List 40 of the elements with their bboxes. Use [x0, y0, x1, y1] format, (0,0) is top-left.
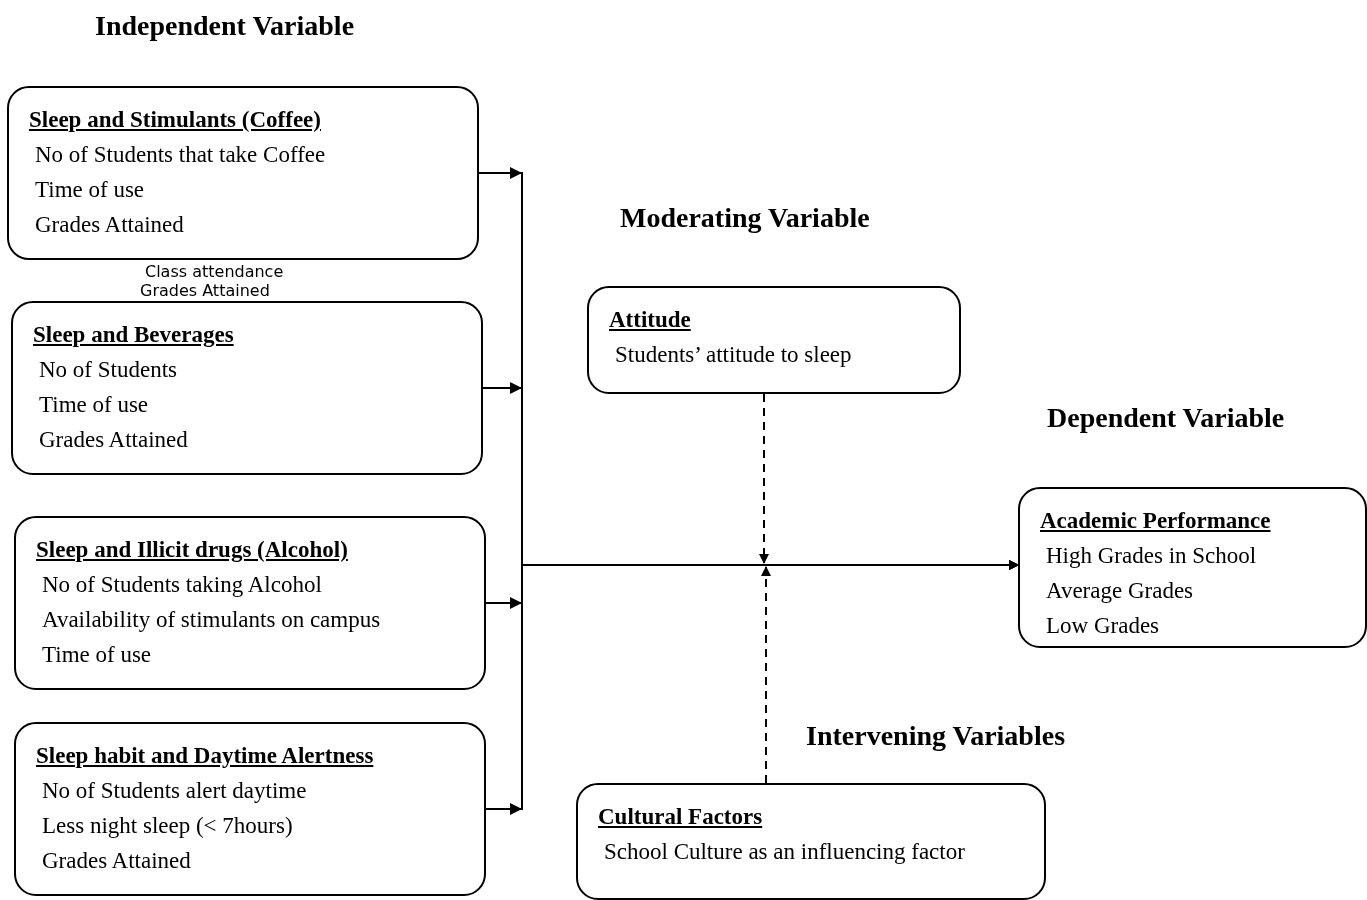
- box-item: Grades Attained: [38, 426, 188, 454]
- box-heading: Attitude: [609, 306, 691, 334]
- box-item: Time of use: [38, 391, 149, 419]
- variable-box: [1018, 487, 1367, 648]
- box-heading: Academic Performance: [1040, 507, 1271, 535]
- section-heading: Independent Variable: [95, 10, 355, 42]
- note-text: Grades Attained: [140, 281, 270, 300]
- note-text: Class attendance: [145, 262, 284, 281]
- variable-box: [14, 722, 486, 896]
- arrow: [761, 566, 771, 784]
- section-heading: Intervening Variables: [806, 720, 1066, 752]
- box-item: Low Grades: [1045, 612, 1160, 640]
- section-heading: Dependent Variable: [1047, 402, 1285, 434]
- box-heading: Sleep habit and Daytime Alertness: [36, 742, 374, 770]
- variable-box: [11, 301, 483, 475]
- variable-box: [14, 516, 486, 690]
- box-heading: Sleep and Illicit drugs (Alcohol): [36, 536, 348, 564]
- box-item: School Culture as an influencing factor: [603, 838, 965, 866]
- box-item: Students’ attitude to sleep: [614, 341, 852, 369]
- box-item: No of Students taking Alcohol: [41, 571, 322, 599]
- box-item: Average Grades: [1045, 577, 1194, 605]
- box-item: No of Students: [38, 356, 177, 384]
- box-item: Grades Attained: [41, 847, 191, 875]
- box-item: Availability of stimulants on campus: [41, 606, 381, 634]
- box-item: Grades Attained: [34, 211, 184, 239]
- arrow: [759, 393, 769, 564]
- variable-box: [7, 86, 479, 260]
- box-item: No of Students alert daytime: [41, 777, 307, 805]
- box-heading: Cultural Factors: [598, 803, 763, 831]
- arrow: [485, 560, 1019, 815]
- box-item: Less night sleep (< 7hours): [41, 812, 293, 840]
- variable-box: [576, 783, 1046, 900]
- box-item: High Grades in School: [1045, 542, 1257, 570]
- box-heading: Sleep and Stimulants (Coffee): [29, 106, 321, 134]
- variable-box: [587, 286, 961, 394]
- box-heading: Sleep and Beverages: [33, 321, 234, 349]
- section-heading: Moderating Variable: [620, 202, 870, 234]
- box-item: No of Students that take Coffee: [34, 141, 326, 169]
- box-item: Time of use: [41, 641, 152, 669]
- box-item: Time of use: [34, 176, 145, 204]
